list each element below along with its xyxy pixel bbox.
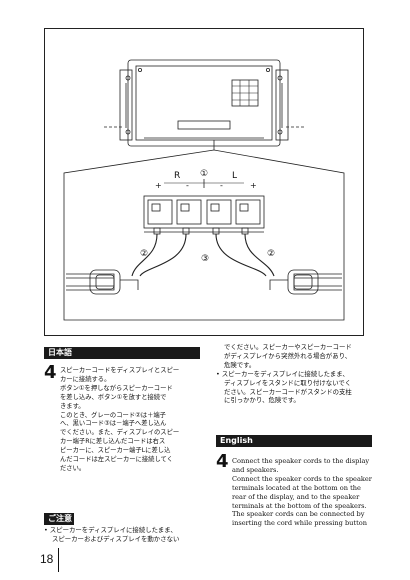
terminal-plus-right: + xyxy=(250,181,257,190)
zoom-callout xyxy=(63,149,345,321)
terminal-minus-right: - xyxy=(220,181,223,190)
section-header-japanese: 日本語 xyxy=(44,347,200,359)
speaker-terminal-block xyxy=(143,195,265,235)
caution-text: • スピーカーをディスプレイに接続したまま、 スピーカーおよびディスプレイを動か… xyxy=(44,526,180,543)
step-number-ja: 4 xyxy=(44,362,57,383)
channel-l-label: L xyxy=(232,171,237,181)
callout-2-left: ② xyxy=(140,249,148,259)
caution-header: ご注意 xyxy=(44,513,74,525)
illustration-frame xyxy=(44,28,364,336)
channel-r-label: R xyxy=(174,171,180,181)
left-speaker xyxy=(66,269,139,295)
right-speaker xyxy=(269,269,342,295)
display-rear-illustration xyxy=(104,59,304,147)
step-text-ja: スピーカーコードをディスプレイとスピー カーに接続する。 ボタン①を押しながらス… xyxy=(60,367,180,472)
step-number-en: 4 xyxy=(216,451,229,472)
page-number: 18 xyxy=(40,552,54,566)
step-text-en: Connect the speaker cords to the display… xyxy=(232,457,372,528)
speaker-cords xyxy=(131,233,275,277)
terminal-plus-left: + xyxy=(155,181,162,190)
callout-3: ③ xyxy=(201,254,209,264)
terminal-minus-left: - xyxy=(186,181,189,190)
page-number-divider xyxy=(58,548,59,572)
section-header-english: English xyxy=(216,435,372,447)
speaker-connection-diagram: ① R L + - - + ② ③ ② xyxy=(63,59,345,321)
callout-2-right: ② xyxy=(267,249,275,259)
callout-1-label: ① xyxy=(200,169,208,179)
caution-text-continued: でください。スピーカーやスピーカーコード がディスプレイから突然外れる場合があり… xyxy=(216,343,352,405)
